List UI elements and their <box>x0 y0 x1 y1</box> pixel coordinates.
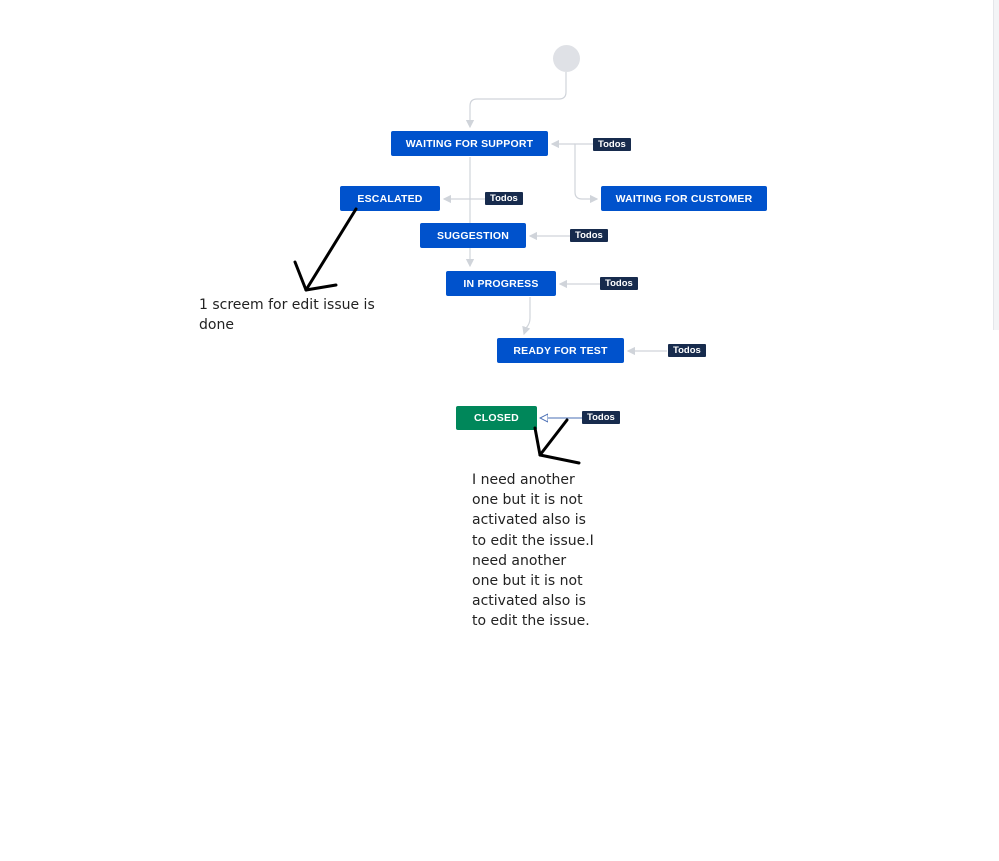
status-label: ESCALATED <box>357 192 423 205</box>
note-line: to edit the issue.I <box>472 532 594 549</box>
note-line: one but it is not <box>472 573 583 590</box>
status-label: CLOSED <box>474 412 519 424</box>
status-label: IN PROGRESS <box>463 277 539 290</box>
hand-arrow-1 <box>293 207 358 292</box>
hand-arrow-2 <box>533 418 581 465</box>
transition-todos-ready-for-test[interactable]: Todos <box>668 344 706 357</box>
note-line: one but it is not <box>472 492 583 509</box>
status-label: WAITING FOR CUSTOMER <box>615 192 753 205</box>
status-label: READY FOR TEST <box>513 344 608 357</box>
start-node <box>553 45 580 72</box>
scrollbar-edge <box>993 0 999 330</box>
status-waiting-for-support[interactable]: WAITING FOR SUPPORT <box>391 131 548 156</box>
status-waiting-for-customer[interactable]: WAITING FOR CUSTOMER <box>601 186 767 211</box>
annotation-note-2: I need another one but it is not activat… <box>472 470 672 632</box>
note-line: to edit the issue. <box>472 613 590 630</box>
note-line: need another <box>472 552 567 569</box>
status-suggestion[interactable]: SUGGESTION <box>420 223 526 248</box>
connector-support-customer <box>574 143 599 204</box>
transition-todos-suggestion[interactable]: Todos <box>570 229 608 242</box>
connector-start <box>465 72 567 129</box>
note-line: activated also is <box>472 593 586 610</box>
note-line: done <box>199 317 234 334</box>
status-escalated[interactable]: ESCALATED <box>340 186 440 211</box>
annotation-note-1: 1 screem for edit issue is done <box>199 295 399 335</box>
status-ready-for-test[interactable]: READY FOR TEST <box>497 338 624 363</box>
note-line: I need another <box>472 472 575 488</box>
status-label: WAITING FOR SUPPORT <box>405 137 534 150</box>
status-label: SUGGESTION <box>436 229 509 242</box>
note-line: activated also is <box>472 512 586 529</box>
transition-todos-in-progress[interactable]: Todos <box>600 277 638 290</box>
connector-progress-ready <box>522 297 531 336</box>
status-closed[interactable]: CLOSED <box>456 406 537 430</box>
transition-todos-support[interactable]: Todos <box>593 138 631 151</box>
transition-todos-escalated[interactable]: Todos <box>485 192 523 205</box>
note-line: 1 screem for edit issue is <box>199 297 375 313</box>
status-in-progress[interactable]: IN PROGRESS <box>446 271 556 296</box>
transition-todos-closed[interactable]: Todos <box>582 411 620 424</box>
